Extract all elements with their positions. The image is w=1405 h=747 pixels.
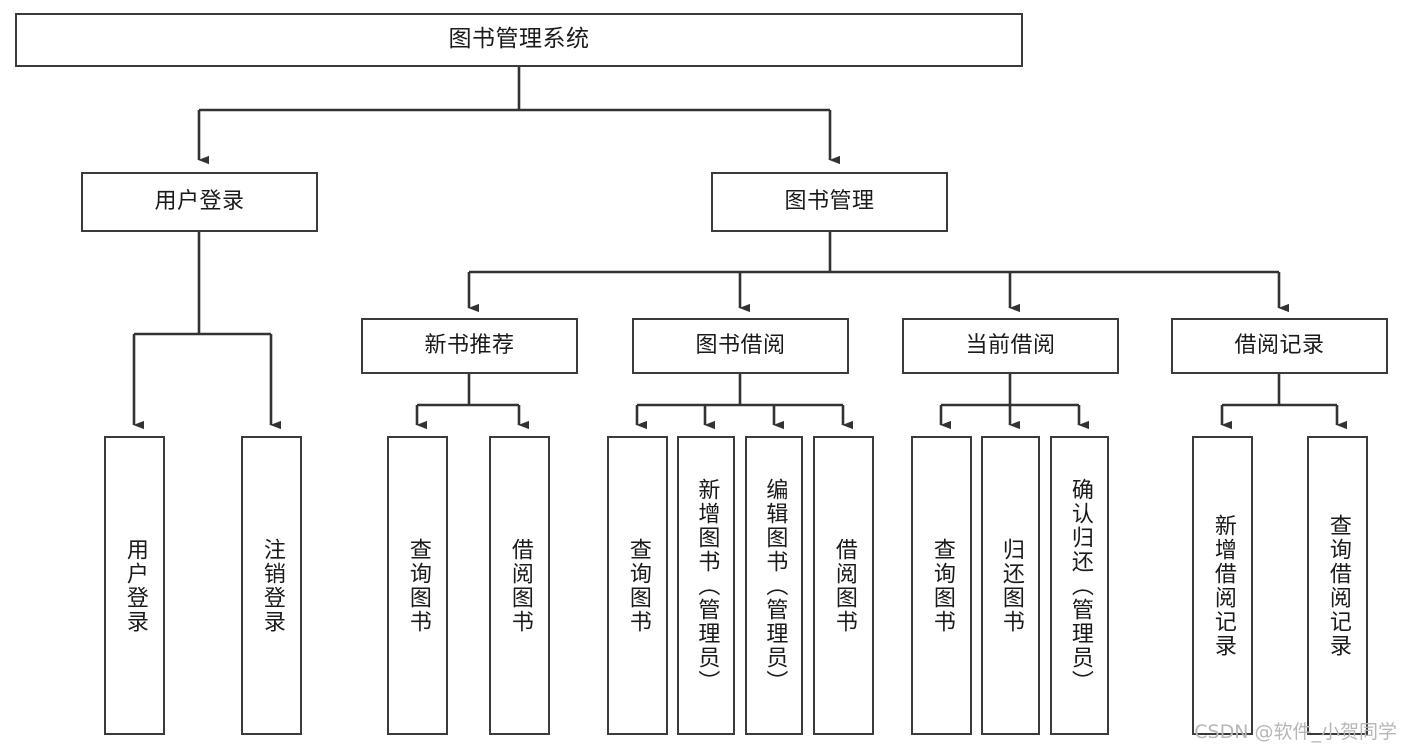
node-label: 查询图书 — [405, 537, 431, 634]
node-label: 图书借阅 — [695, 333, 786, 359]
leaf-user-login-signout[interactable]: 注销登录 — [241, 436, 302, 735]
node-label: 用户登录 — [154, 189, 245, 215]
node-user-login[interactable]: 用户登录 — [81, 172, 318, 232]
node-label: 查询图书 — [625, 537, 651, 634]
leaf-book-borrow-edit[interactable]: 编辑图书（管理员） — [745, 436, 803, 735]
node-label: 当前借阅 — [965, 333, 1056, 359]
leaf-borrow-record-add[interactable]: 新增借阅记录 — [1192, 436, 1253, 735]
node-label: 借阅图书 — [831, 537, 857, 634]
node-label: 借阅记录 — [1234, 333, 1325, 359]
leaf-book-borrow-borrow[interactable]: 借阅图书 — [813, 436, 874, 735]
node-label: 图书管理系统 — [448, 26, 590, 53]
leaf-new-book-query[interactable]: 查询图书 — [387, 436, 448, 735]
node-current-borrow[interactable]: 当前借阅 — [902, 318, 1119, 374]
node-label: 归还图书 — [998, 537, 1024, 634]
node-label: 用户登录 — [122, 537, 148, 634]
csdn-watermark: CSDN @软件_小贺同学 — [1194, 721, 1397, 743]
node-label: 查询借阅记录 — [1325, 513, 1351, 658]
node-label: 注销登录 — [259, 537, 285, 634]
node-label: 查询图书 — [929, 537, 955, 634]
leaf-book-borrow-add[interactable]: 新增图书（管理员） — [677, 436, 735, 735]
node-label: 编辑图书（管理员） — [762, 477, 788, 694]
node-new-book-recommend[interactable]: 新书推荐 — [361, 318, 578, 374]
leaf-current-borrow-confirm-return[interactable]: 确认归还（管理员） — [1050, 436, 1109, 735]
node-label: 新增借阅记录 — [1210, 513, 1236, 658]
leaf-new-book-borrow[interactable]: 借阅图书 — [489, 436, 550, 735]
leaf-book-borrow-query[interactable]: 查询图书 — [607, 436, 668, 735]
leaf-current-borrow-return[interactable]: 归还图书 — [981, 436, 1040, 735]
leaf-borrow-record-query[interactable]: 查询借阅记录 — [1307, 436, 1368, 735]
node-label: 新增图书（管理员） — [694, 477, 720, 694]
leaf-user-login-signin[interactable]: 用户登录 — [104, 436, 165, 735]
node-label: 图书管理 — [784, 189, 875, 215]
node-label: 新书推荐 — [424, 333, 515, 359]
node-borrow-record[interactable]: 借阅记录 — [1171, 318, 1388, 374]
node-label: 确认归还（管理员） — [1067, 477, 1093, 694]
node-root-book-management-system[interactable]: 图书管理系统 — [15, 13, 1023, 67]
node-label: 借阅图书 — [507, 537, 533, 634]
node-book-management[interactable]: 图书管理 — [711, 172, 948, 232]
leaf-current-borrow-query[interactable]: 查询图书 — [911, 436, 972, 735]
node-book-borrow[interactable]: 图书借阅 — [632, 318, 849, 374]
